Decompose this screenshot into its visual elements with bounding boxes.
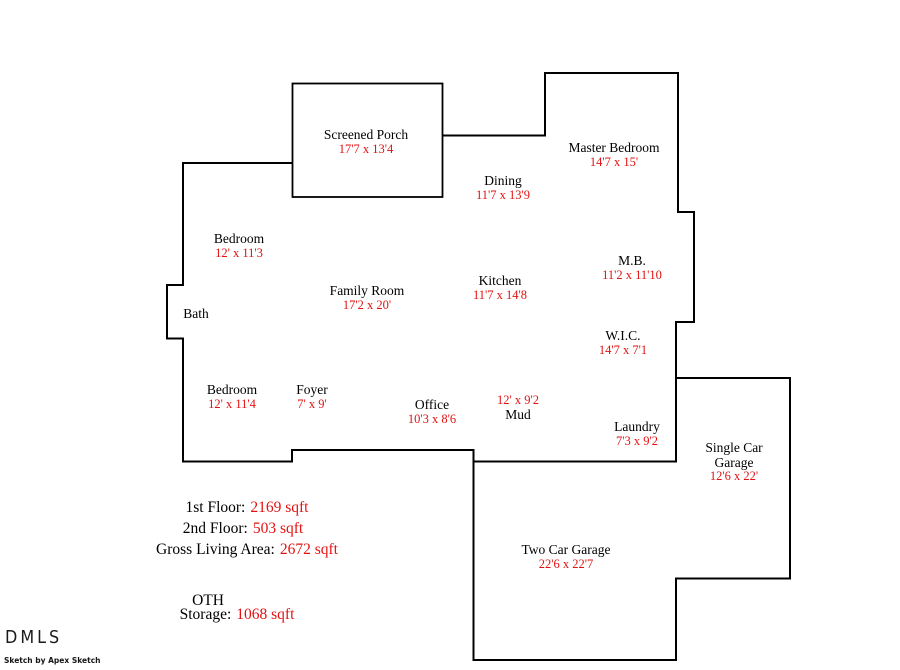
summary-label: Gross Living Area: — [156, 541, 275, 558]
room-laundry: Laundry 7'3 x 9'2 — [614, 419, 660, 448]
house-outline — [166, 72, 791, 661]
room-screened-porch: Screened Porch 17'7 x 13'4 — [323, 127, 409, 156]
room-label: Master Bedroom — [568, 140, 660, 155]
room-foyer: Foyer 7' x 9' — [296, 382, 328, 411]
room-dims: 7' x 9' — [297, 396, 327, 411]
summary-2nd-floor: 2nd Floor:503 sqft — [183, 520, 303, 538]
room-label: M.B. — [618, 253, 646, 268]
summary-value: 1068 sqft — [236, 606, 295, 623]
room-label: Mud — [505, 406, 531, 422]
room-dims: 17'7 x 13'4 — [338, 141, 394, 156]
room-kitchen: Kitchen 11'7 x 14'8 — [472, 273, 528, 302]
room-dims: 11'7 x 14'8 — [472, 287, 528, 302]
summary-storage: Storage:1068 sqft — [180, 606, 295, 624]
room-dims: 11'2 x 11'10 — [602, 267, 662, 282]
summary-value: 2672 sqft — [279, 541, 338, 558]
room-office: Office 10'3 x 8'6 — [407, 397, 457, 426]
room-label: Two Car Garage — [521, 542, 611, 557]
room-label: Bath — [183, 306, 209, 321]
room-bath: Bath — [183, 306, 209, 322]
room-two-car-garage: Two Car Garage 22'6 x 22'7 — [521, 542, 611, 571]
summary-label: Storage: — [179, 606, 232, 623]
room-dims: 12' x 9'2 — [496, 393, 540, 407]
room-master-bedroom: Master Bedroom 14'7 x 15' — [568, 140, 660, 169]
apex-sketch-credit: Sketch by Apex Sketch — [4, 656, 101, 665]
summary-label: 1st Floor: — [185, 499, 246, 516]
summary-value: 2169 sqft — [250, 499, 309, 516]
room-bedroom-lower: Bedroom 12' x 11'4 — [206, 382, 258, 411]
room-wic: W.I.C. 14'7 x 7'1 — [598, 328, 648, 357]
room-label: W.I.C. — [605, 328, 641, 343]
dmls-logo: DMLS — [5, 626, 63, 648]
room-label: Family Room — [329, 283, 405, 298]
room-family-room: Family Room 17'2 x 20' — [329, 283, 405, 312]
room-label: Laundry — [614, 419, 660, 434]
room-dims: 14'7 x 7'1 — [598, 342, 648, 357]
room-single-garage: Single Car Garage 12'6 x 22' — [705, 440, 763, 484]
room-label: Bedroom — [206, 382, 258, 397]
room-label: Bedroom — [213, 231, 265, 246]
room-dims: 12' x 11'4 — [208, 396, 256, 411]
room-dims: 17'2 x 20' — [342, 297, 392, 312]
screened-porch-outline — [291, 82, 444, 198]
room-dims: 12' x 11'3 — [215, 245, 263, 260]
summary-value: 503 sqft — [252, 520, 304, 537]
room-dims: 22'6 x 22'7 — [538, 556, 594, 571]
summary-1st-floor: 1st Floor:2169 sqft — [186, 499, 309, 517]
room-label-line2: Garage — [714, 454, 754, 470]
room-label: Single Car — [705, 440, 763, 455]
room-dims: 11'7 x 13'9 — [475, 187, 531, 202]
room-bedroom-upper: Bedroom 12' x 11'3 — [213, 231, 265, 260]
room-dining: Dining 11'7 x 13'9 — [475, 173, 531, 202]
room-dims: 12'6 x 22' — [709, 469, 759, 483]
summary-label: 2nd Floor: — [182, 520, 248, 537]
room-label: Foyer — [296, 382, 328, 397]
room-mud: 12' x 9'2 Mud — [496, 393, 540, 422]
room-mb: M.B. 11'2 x 11'10 — [602, 253, 662, 282]
room-label: Screened Porch — [323, 127, 409, 142]
room-dims: 7'3 x 9'2 — [615, 433, 659, 448]
room-label: Dining — [484, 173, 522, 188]
room-label: Office — [414, 397, 450, 412]
summary-oth-title: OTH — [192, 592, 224, 609]
summary-gross-living-area: Gross Living Area:2672 sqft — [156, 541, 338, 559]
room-label: Kitchen — [478, 273, 522, 288]
room-dims: 14'7 x 15' — [589, 154, 639, 169]
room-dims: 10'3 x 8'6 — [407, 411, 457, 426]
